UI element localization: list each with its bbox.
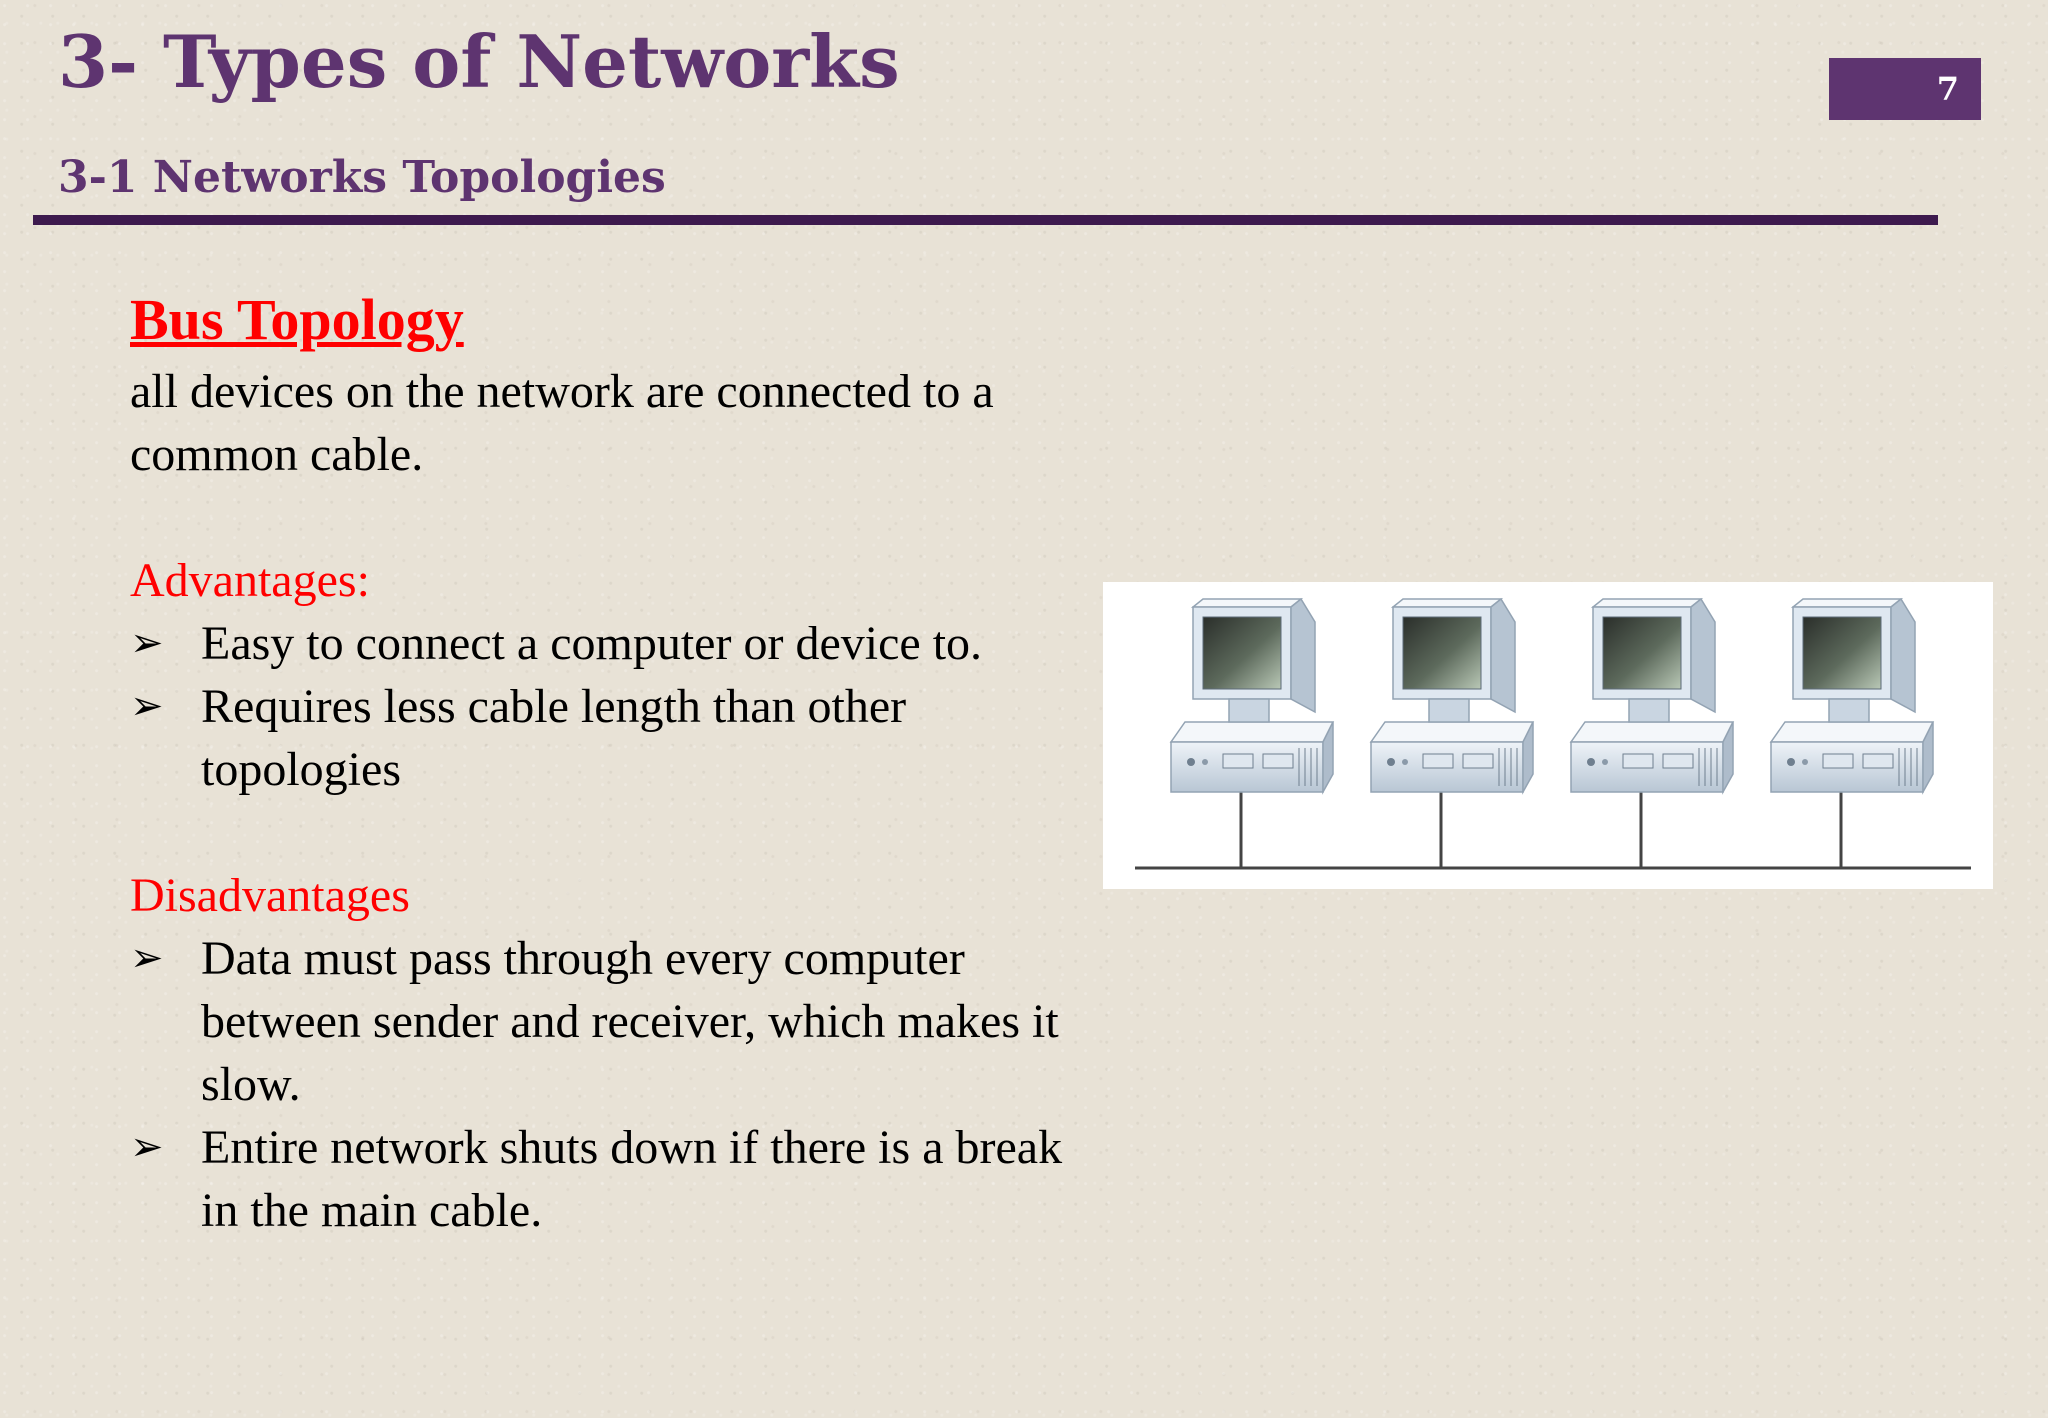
computer-icon	[1170, 598, 1334, 793]
bullet-text: Entire network shuts down if there is a …	[201, 1121, 1063, 1237]
bullet-text: Data must pass through every computer be…	[201, 932, 1059, 1111]
bullet-text: Requires less cable length than other to…	[201, 680, 907, 796]
computer-icon	[1570, 598, 1734, 793]
bus-topology-diagram	[1103, 582, 1993, 889]
computer-icon	[1370, 598, 1534, 793]
topic-description: all devices on the network are connected…	[130, 365, 994, 481]
slide-content: Bus Topology all devices on the network …	[130, 280, 1090, 1242]
list-item: ➢ Entire network shuts down if there is a…	[130, 1116, 1090, 1242]
arrow-bullet-icon: ➢	[130, 683, 164, 729]
advantages-list: ➢ Easy to connect a computer or device to…	[130, 612, 1090, 801]
bus-topology-svg	[1135, 598, 1971, 870]
page-number-badge: 7	[1829, 58, 1981, 120]
slide-title: 3- Types of Networks	[58, 19, 900, 104]
computer-icon	[1770, 598, 1934, 793]
list-item: ➢ Easy to connect a computer or device to…	[130, 612, 1090, 675]
list-item: ➢ Requires less cable length than other t…	[130, 675, 1090, 801]
title-divider	[33, 215, 1938, 225]
advantages-label: Advantages:	[130, 554, 370, 607]
list-item: ➢ Data must pass through every computer b…	[130, 927, 1090, 1116]
arrow-bullet-icon: ➢	[130, 620, 164, 666]
arrow-bullet-icon: ➢	[130, 1124, 164, 1170]
slide-subtitle: 3-1 Networks Topologies	[58, 152, 666, 203]
topic-heading: Bus Topology	[130, 287, 464, 352]
bullet-text: Easy to connect a computer or device to.	[201, 617, 983, 670]
arrow-bullet-icon: ➢	[130, 935, 164, 981]
disadvantages-list: ➢ Data must pass through every computer b…	[130, 927, 1090, 1242]
disadvantages-label: Disadvantages	[130, 869, 410, 922]
